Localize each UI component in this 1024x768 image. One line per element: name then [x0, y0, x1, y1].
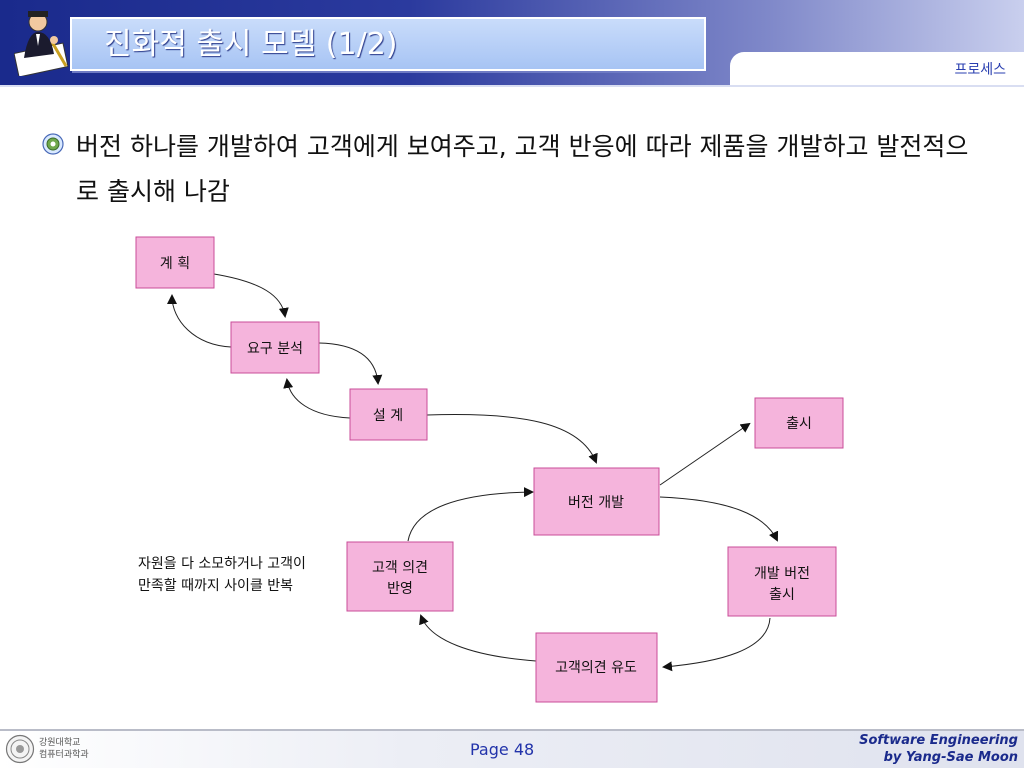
node-version-development: 버전 개발 [533, 467, 660, 536]
university-seal-icon [5, 734, 35, 764]
node-feedback-label: 고객의견 유도 [555, 660, 637, 676]
arrow-feedback-to-reflect [419, 614, 537, 662]
university-name-line-2: 컴퓨터과학과 [39, 750, 89, 760]
node-plan-label: 계 획 [160, 256, 190, 272]
node-reflect-label-2: 반영 [387, 581, 413, 597]
writer-logo-icon [13, 8, 76, 78]
bullet-icon [42, 133, 64, 155]
university-name: 강원대학교 컴퓨터과학과 [39, 737, 89, 761]
author-name: by Yang-Sae Moon [883, 750, 1018, 765]
node-reflect-label-1: 고객 의견 [372, 560, 428, 576]
cycle-note: 자원을 다 소모하거나 고객이 만족할 때까지 사이클 반복 [138, 553, 306, 597]
arrow-reflect-to-dev [407, 487, 534, 542]
arrow-dev-to-devrelease [659, 496, 779, 542]
arrow-req-to-plan [167, 294, 232, 348]
arrow-devrelease-to-feedback [662, 617, 771, 672]
node-plan: 계 획 [135, 236, 215, 289]
course-name: Software Engineering [859, 733, 1018, 748]
arrow-plan-to-req [213, 273, 289, 318]
node-release: 출시 [754, 397, 844, 449]
footer-divider [0, 729, 1024, 731]
arrow-req-to-design [318, 342, 383, 385]
diagram-arrows [167, 273, 779, 672]
node-devrelease-label-2: 출시 [769, 587, 795, 603]
section-tab [730, 52, 1024, 85]
arrow-dev-to-release [659, 422, 751, 486]
cycle-note-line-1: 자원을 다 소모하거나 고객이 [138, 556, 306, 572]
node-design-label: 설 계 [373, 408, 403, 424]
node-customer-feedback: 고객의견 유도 [535, 632, 658, 703]
footer-band [0, 731, 1024, 768]
node-devrelease-label-1: 개발 버전 [754, 566, 810, 582]
node-req-label: 요구 분석 [247, 341, 303, 357]
arrow-design-to-req [283, 378, 351, 419]
cycle-note-line-2: 만족할 때까지 사이클 반복 [138, 578, 294, 594]
arrow-design-to-dev [426, 414, 598, 464]
bullet-text: 버전 하나를 개발하여 고객에게 보여주고, 고객 반응에 따라 제품을 개발하… [76, 132, 969, 206]
section-label: 프로세스 [954, 62, 1006, 78]
node-dev-label: 버전 개발 [568, 495, 624, 511]
node-feedback-reflection: 고객 의견 반영 [346, 541, 454, 612]
title-panel [70, 17, 706, 71]
header-divider [0, 85, 1024, 87]
university-name-line-1: 강원대학교 [39, 738, 81, 748]
node-release-label: 출시 [786, 416, 812, 432]
page-title: 진화적 출시 모델 (1/2) [104, 27, 398, 62]
node-dev-version-release: 개발 버전 출시 [727, 546, 837, 617]
node-design: 설 계 [349, 388, 428, 441]
page-number: Page 48 [470, 740, 535, 759]
footer-credit: Software Engineering by Yang-Sae Moon [859, 732, 1018, 766]
node-requirements-analysis: 요구 분석 [230, 321, 320, 374]
